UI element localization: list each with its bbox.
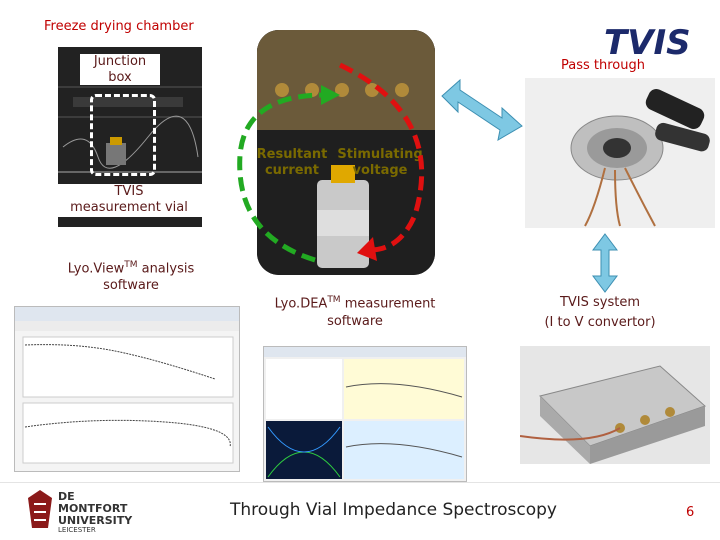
page-number: 6 [686,505,695,520]
university-name-line2: UNIVERSITY [58,514,133,528]
footer-separator [0,482,720,483]
lyoview-name: Lyo.View [67,261,125,277]
lyodea-desc: measurement software [327,296,436,329]
tvis-system-photo [520,346,710,464]
lyodea-label: Lyo.DEATM measurement software [250,294,460,330]
lyodea-name: Lyo.DEA [274,296,328,312]
university-name-line1: DE MONTFORT [58,490,128,516]
university-crest-icon [28,490,52,528]
signal-arrows [237,62,425,263]
lyoview-tm: TM [124,260,138,270]
resultant-current-arrow [237,92,326,263]
junction-box-highlight [90,94,156,176]
stimulating-voltage-label: Stimulating voltage [337,147,423,178]
slide-title: Through Vial Impedance Spectroscopy [230,500,557,520]
lyodea-screenshot [263,346,467,482]
university-name-line3: LEICESTER [58,526,96,535]
double-arrow-horizontal [441,78,523,141]
stimulating-voltage-arrow [338,62,425,253]
tvis-logo-text: TVIS [604,23,691,62]
footer [0,482,720,540]
pass-through-photo [525,78,715,228]
pass-through-label: Pass through [561,58,645,73]
vial-label: TVIS measurement vial [56,184,202,218]
tvis-logo: TVIS [600,18,710,63]
lyoview-label: Lyo.ViewTM analysis software [46,260,216,295]
chamber-title: Freeze drying chamber [44,19,194,34]
lyodea-tm: TM [327,295,341,305]
lyoview-screenshot [14,306,240,472]
tvis-system-label: TVIS system (I to V convertor) [544,295,656,330]
junction-box-label: Junction box [80,54,160,86]
junction-vial-photo [257,30,435,275]
university-logo: DE MONTFORT UNIVERSITY LEICESTER [26,488,136,535]
double-arrow-vertical [592,233,618,293]
lyoview-desc: analysis software [103,261,195,294]
resultant-current-label: Resultant current [256,147,328,178]
